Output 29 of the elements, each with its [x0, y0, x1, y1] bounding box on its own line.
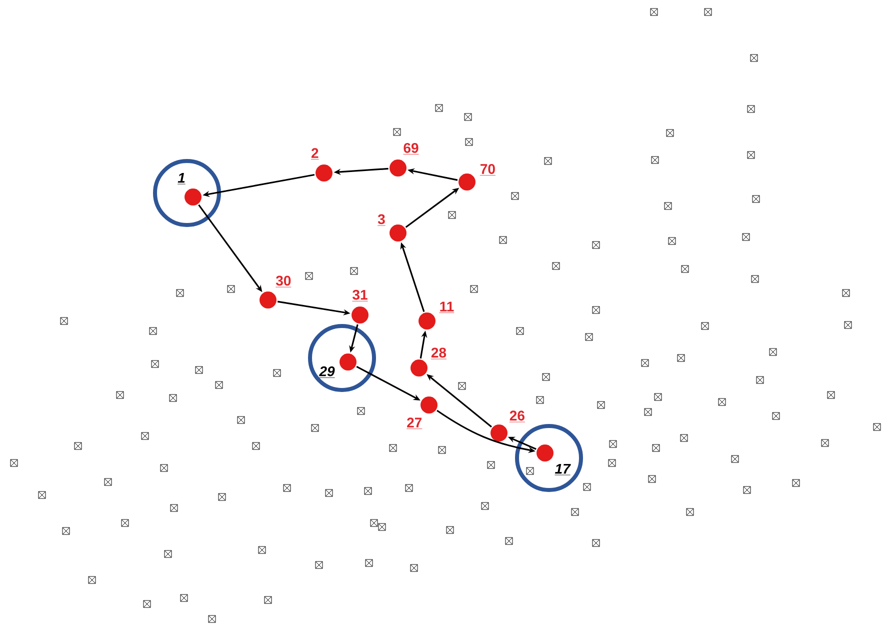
ring: [308, 324, 376, 392]
depot-point: 17: [536, 444, 571, 476]
node-label: 11: [440, 302, 454, 312]
node-label: 28: [431, 348, 446, 358]
customer-point: 11: [418, 302, 454, 330]
customer-point: 2: [310, 148, 332, 182]
node-label: 17: [554, 464, 571, 474]
node-label: 1: [178, 173, 185, 183]
ring: [515, 424, 583, 492]
node-label: 69: [404, 142, 418, 153]
node-label: 30: [276, 276, 291, 286]
node-label: 31: [352, 290, 368, 300]
node-label: 3: [378, 214, 385, 224]
node-label: 70: [480, 164, 495, 174]
customer-point: 30: [260, 276, 292, 308]
ring: [153, 159, 221, 227]
node-label: 2: [311, 148, 318, 158]
customer-point: 27: [406, 396, 438, 430]
customer-point: 3: [377, 214, 406, 242]
node-label: 27: [407, 418, 422, 428]
depot-point: 29: [319, 354, 356, 378]
customer-point: 26: [490, 410, 526, 442]
customer-point: 70: [458, 164, 496, 190]
depot-point: 1: [177, 173, 202, 206]
node-label: 26: [510, 410, 524, 421]
customer-point: 69: [390, 142, 419, 176]
customer-point: 28: [410, 348, 447, 376]
customer-point: 31: [352, 290, 368, 324]
node-label: 29: [319, 366, 335, 376]
